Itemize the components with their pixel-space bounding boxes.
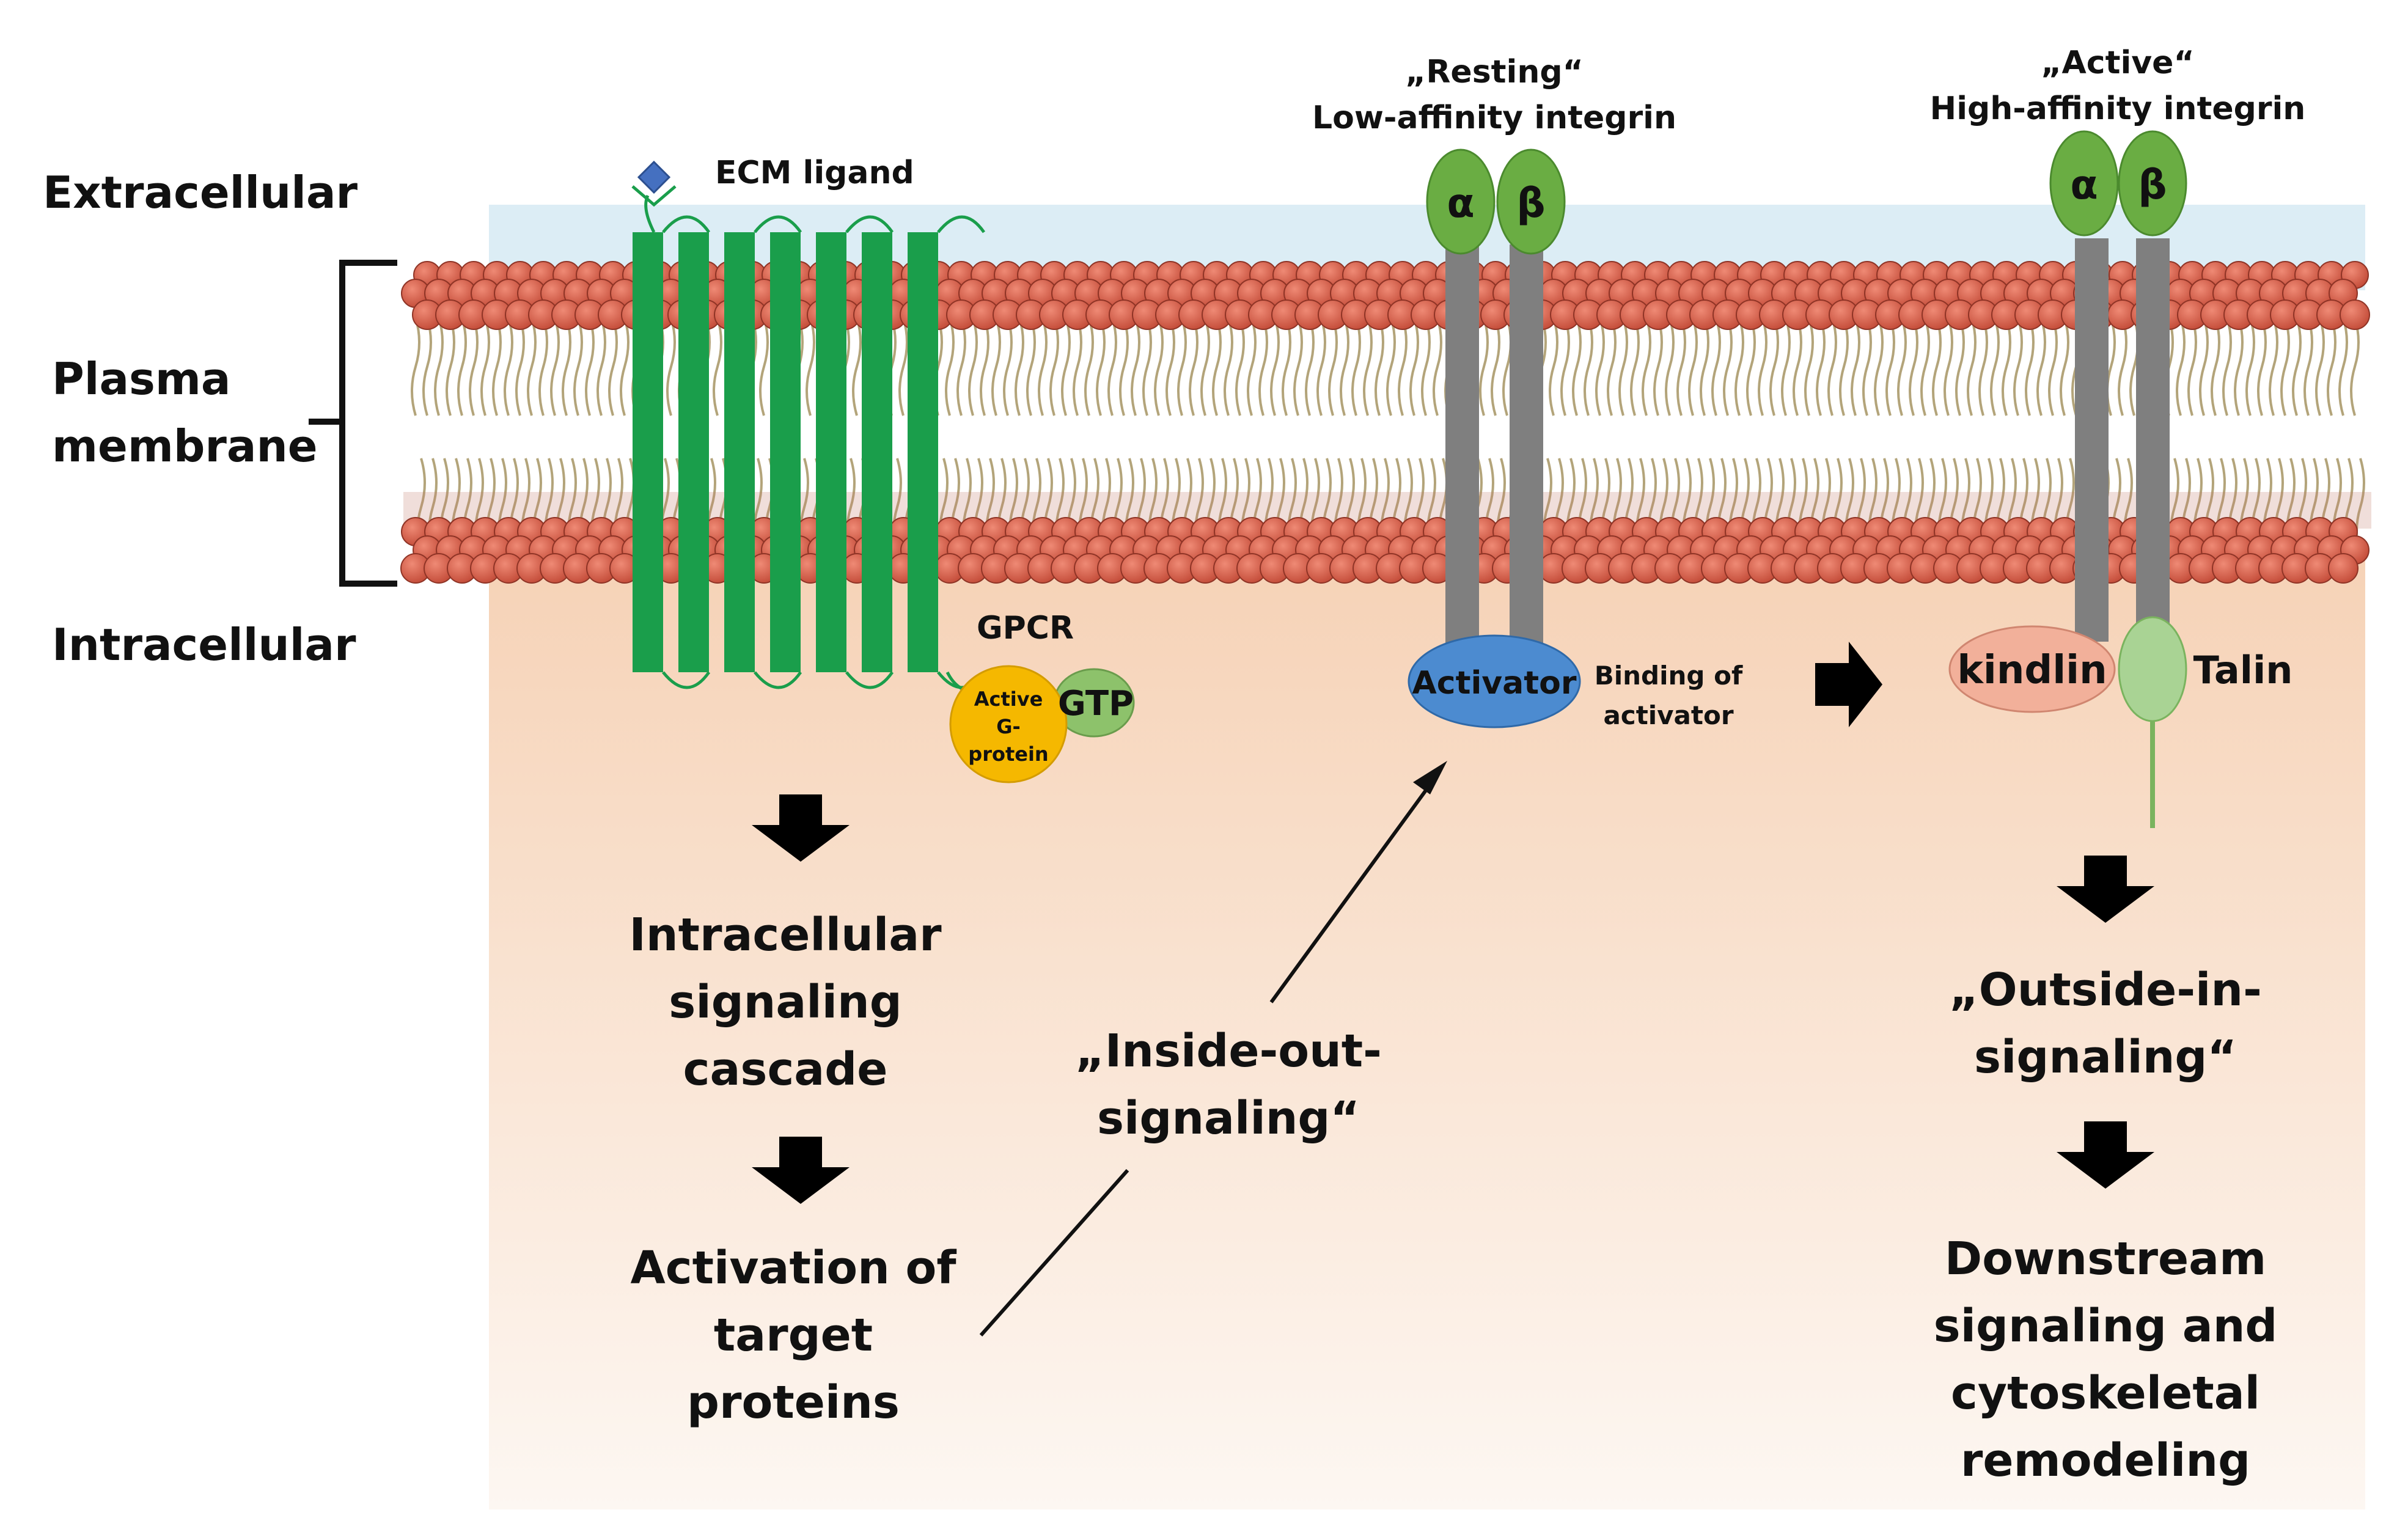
g-protein-label-line2: G- bbox=[996, 715, 1021, 738]
right-step2-line4: remodeling bbox=[1961, 1434, 2250, 1487]
arrow-down-icon bbox=[2057, 856, 2154, 923]
resting-alpha-stalk bbox=[1445, 244, 1479, 648]
extracellular-label: Extracellular bbox=[43, 167, 358, 218]
gpcr-helix bbox=[770, 232, 801, 672]
left-step1-line1: Intracellular bbox=[629, 909, 942, 961]
talin-label: Talin bbox=[2193, 648, 2293, 692]
arrow-right-icon bbox=[1815, 642, 1882, 727]
resting-alpha-subunit bbox=[1426, 148, 1496, 255]
active-beta-label: β bbox=[2138, 161, 2167, 208]
resting-beta-label: β bbox=[1516, 180, 1545, 227]
right-step1-line2: signaling“ bbox=[1974, 1031, 2237, 1084]
membrane-bracket bbox=[309, 260, 397, 587]
gpcr-helix bbox=[908, 232, 938, 672]
resting-alpha-label: α bbox=[1447, 180, 1474, 227]
arrow-down-icon bbox=[752, 794, 850, 862]
ecm-ligand-binder bbox=[631, 185, 677, 207]
inside-out-arrowhead bbox=[1413, 761, 1447, 794]
active-alpha-stalk bbox=[2075, 238, 2109, 642]
resting-title-line1: „Resting“ bbox=[1405, 54, 1584, 90]
binding-of-activator-line2: activator bbox=[1603, 700, 1733, 730]
left-step2-line2: target bbox=[714, 1309, 873, 1362]
ecm-ligand-diamond-icon bbox=[637, 160, 671, 194]
right-step2-line2: signaling and bbox=[1934, 1300, 2278, 1352]
g-protein-circle bbox=[949, 665, 1068, 783]
plasma-membrane-label-line1: Plasma bbox=[52, 353, 231, 405]
left-step1-line2: signaling bbox=[669, 976, 901, 1028]
g-protein-label-line1: Active bbox=[974, 688, 1043, 711]
kindlin-oval bbox=[1948, 625, 2116, 713]
inside-out-line1: „Inside-out- bbox=[1075, 1025, 1382, 1077]
lipid-head bbox=[2340, 299, 2370, 330]
activator-oval bbox=[1408, 634, 1581, 728]
right-step1-line1: „Outside-in- bbox=[1949, 964, 2262, 1016]
gpcr-helix bbox=[724, 232, 755, 672]
plasma-membrane-label-line2: membrane bbox=[52, 420, 318, 472]
resting-beta-subunit bbox=[1496, 148, 1566, 255]
inside-out-line-lower bbox=[979, 1169, 1129, 1336]
gpcr-helix bbox=[816, 232, 846, 672]
kindlin-label: kindlin bbox=[1957, 648, 2107, 693]
ecm-ligand-label: ECM ligand bbox=[715, 155, 914, 191]
gpcr-helix bbox=[678, 232, 709, 672]
left-step1-line3: cascade bbox=[683, 1043, 888, 1096]
gpcr-label: GPCR bbox=[977, 610, 1074, 647]
gtp-label: GTP bbox=[1058, 684, 1134, 724]
gpcr-helix bbox=[862, 232, 892, 672]
active-title-line2: High-affinity integrin bbox=[1930, 90, 2306, 127]
inside-out-line2: signaling“ bbox=[1097, 1092, 1360, 1145]
activator-label: Activator bbox=[1412, 665, 1577, 702]
active-beta-subunit bbox=[2118, 130, 2187, 237]
lipid-head bbox=[2328, 553, 2358, 584]
talin-head bbox=[2118, 616, 2187, 722]
right-step2-line1: Downstream bbox=[1945, 1233, 2266, 1285]
gpcr-receptor bbox=[633, 194, 1003, 695]
intracellular-label: Intracellular bbox=[52, 619, 356, 670]
arrow-down-icon bbox=[752, 1137, 850, 1204]
left-step2-line3: proteins bbox=[687, 1376, 900, 1429]
right-step2-line3: cytoskeletal bbox=[1951, 1367, 2260, 1420]
left-step2-line1: Activation of bbox=[630, 1242, 956, 1294]
resting-title-line2: Low-affinity integrin bbox=[1312, 100, 1676, 136]
g-protein-label-line3: protein bbox=[968, 743, 1048, 766]
binding-of-activator-line1: Binding of bbox=[1595, 661, 1743, 691]
active-beta-stalk bbox=[2136, 238, 2170, 629]
resting-beta-stalk bbox=[1510, 244, 1543, 648]
active-alpha-label: α bbox=[2070, 161, 2098, 208]
gpcr-loops bbox=[662, 215, 986, 689]
gpcr-helix bbox=[633, 232, 663, 672]
inside-out-line-upper bbox=[1269, 775, 1438, 1003]
active-title-line1: „Active“ bbox=[2041, 45, 2194, 81]
active-alpha-subunit bbox=[2049, 130, 2119, 237]
arrow-down-icon bbox=[2057, 1121, 2154, 1189]
